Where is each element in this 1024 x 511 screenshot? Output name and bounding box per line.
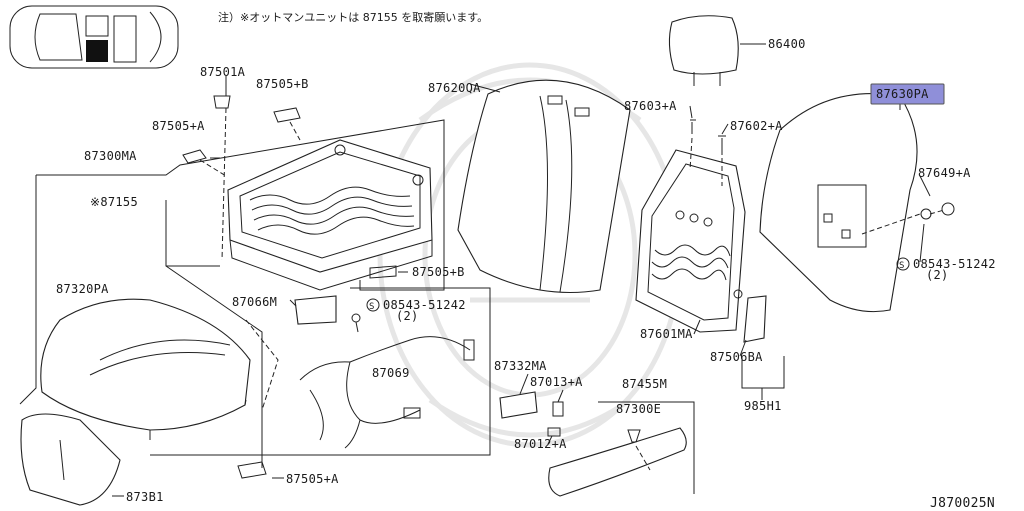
svg-text:S: S [369,302,375,312]
small-parts [182,95,955,497]
label-87602A[interactable]: 87602+A [730,119,783,133]
label-87505B-mid[interactable]: 87505+B [412,265,465,279]
label-87601MA[interactable]: 87601MA [640,327,693,341]
back-frame-87601MA [635,149,746,333]
ottoman-pad-873B1 [20,413,121,506]
label-08543-left-qty: (2) [396,309,419,323]
label-87320PA[interactable]: 87320PA [56,282,109,296]
label-86400[interactable]: 86400 [768,37,806,51]
svg-text:S: S [899,261,905,271]
screw-symbol-left: S [366,298,380,312]
label-08543-right[interactable]: 08543-51242 [913,257,996,271]
back-board-87630PA [759,93,918,313]
label-87505A-bottom[interactable]: 87505+A [286,472,339,486]
label-87332MA[interactable]: 87332MA [494,359,547,373]
label-87012A[interactable]: 87012+A [514,437,567,451]
harness-87069 [299,336,475,449]
back-pad-87620QA [457,79,631,294]
label-87501A[interactable]: 87501A [200,65,246,79]
highlight-box [870,83,945,105]
label-08543-left[interactable]: 08543-51242 [383,298,466,312]
screw-symbol-right: S [896,257,910,271]
label-87300E[interactable]: 87300E [616,402,661,416]
label-87505A-top[interactable]: 87505+A [152,119,205,133]
cushion-pad-87320PA [40,298,251,440]
label-873B1[interactable]: 873B1 [126,490,164,504]
label-87066M[interactable]: 87066M [232,295,277,309]
label-87069[interactable]: 87069 [372,366,410,380]
diagram-code: J870025N [930,496,995,511]
label-87455M[interactable]: 87455M [622,377,667,391]
group-frames [19,102,901,494]
label-87649A[interactable]: 87649+A [918,166,971,180]
label-985H1[interactable]: 985H1 [744,399,782,413]
seat-frame-87300MA [227,139,433,291]
headrest-86400 [668,15,739,86]
label-87630PA[interactable]: 87630PA [876,87,929,101]
label-08543-right-qty: (2) [926,268,949,282]
label-87620QA[interactable]: 87620QA [428,81,481,95]
car-locator-icon [9,5,179,69]
note-text: 注）※オットマンユニットは 87155 を取寄願います。 [218,10,488,24]
label-87506BA[interactable]: 87506BA [710,350,763,364]
leader-lines [112,43,931,497]
label-87155[interactable]: ※87155 [90,195,138,209]
label-87603A[interactable]: 87603+A [624,99,677,113]
dashed-leaders [199,107,945,471]
label-87300MA[interactable]: 87300MA [84,149,137,163]
label-87505B-top[interactable]: 87505+B [256,77,309,91]
label-87013A[interactable]: 87013+A [530,375,583,389]
